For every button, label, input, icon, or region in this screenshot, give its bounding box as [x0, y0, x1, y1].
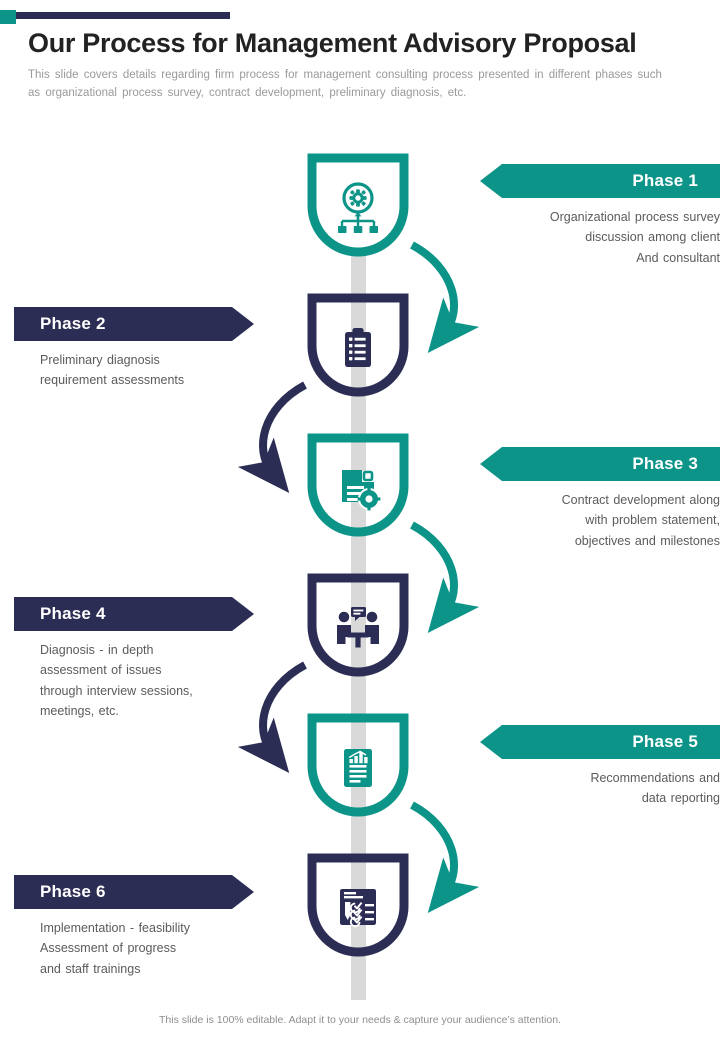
- phase-description-6: Implementation - feasibility Assessment …: [14, 918, 254, 979]
- connector-arrow-2: [237, 381, 307, 494]
- slide-subtitle: This slide covers details regarding firm…: [28, 69, 662, 100]
- phase-description-line: Organizational process survey: [549, 210, 720, 224]
- connector-arrow-3: [410, 521, 480, 634]
- phase-icon-shield-2: [312, 298, 404, 392]
- phase-description-line: Implementation - feasibility: [40, 921, 190, 935]
- phase-banner-4[interactable]: Phase 4 Diagnosis - in depth assessment …: [14, 597, 254, 721]
- process-diagram: Phase 1 Organizational process survey di…: [0, 150, 720, 1000]
- phase-description-line: discussion among client: [585, 230, 720, 245]
- phase-banner-2[interactable]: Phase 2 Preliminary diagnosis requiremen…: [14, 307, 254, 391]
- phase-description-2: Preliminary diagnosis requirement assess…: [14, 350, 254, 391]
- phase-description-line: meetings, etc.: [40, 703, 119, 718]
- diagram-graphics: [237, 150, 480, 1000]
- phase-label-2: Phase 2: [40, 314, 106, 333]
- phase-icon-shield-4: [312, 578, 404, 672]
- phase-description-line: Preliminary diagnosis: [40, 353, 160, 367]
- phase-banner-ribbon-3: Phase 3: [480, 447, 720, 481]
- phase-description-line: data reporting: [641, 791, 720, 806]
- phase-label-5: Phase 5: [632, 732, 698, 751]
- top-accent-bar: [0, 10, 240, 24]
- connector-arrow-4: [237, 661, 307, 774]
- phase-description-line: Assessment of progress: [40, 941, 177, 956]
- phase-description-4: Diagnosis - in depth assessment of issue…: [14, 640, 254, 721]
- phase-description-line: objectives and milestones: [574, 533, 720, 548]
- phase-icon-shield-6: [312, 858, 404, 952]
- phase-description-line: And consultant: [636, 250, 720, 265]
- phase-label-3: Phase 3: [632, 454, 698, 473]
- phase-description-5: Recommendations and data reporting: [480, 768, 720, 809]
- phase-label-1: Phase 1: [632, 171, 698, 190]
- phase-banner-ribbon-6: Phase 6: [14, 875, 254, 909]
- phase-description-line: through interview sessions,: [40, 683, 193, 698]
- phase-banner-ribbon-2: Phase 2: [14, 307, 254, 341]
- accent-square: [0, 10, 16, 24]
- phase-banner-ribbon-4: Phase 4: [14, 597, 254, 631]
- phase-banner-ribbon-1: Phase 1: [480, 164, 720, 198]
- phase-description-line: assessment of issues: [40, 663, 162, 678]
- phase-label-4: Phase 4: [40, 604, 106, 623]
- phase-banner-5[interactable]: Phase 5 Recommendations and data reporti…: [480, 725, 720, 809]
- accent-line: [16, 12, 230, 19]
- phase-banner-ribbon-5: Phase 5: [480, 725, 720, 759]
- phase-banner-3[interactable]: Phase 3 Contract development along with …: [480, 447, 720, 551]
- slide-header: Our Process for Management Advisory Prop…: [28, 28, 688, 103]
- page-title: Our Process for Management Advisory Prop…: [28, 28, 637, 58]
- phase-description-3: Contract development along with problem …: [480, 490, 720, 551]
- connector-arrow-5: [410, 801, 480, 914]
- phase-icon-shield-5: [312, 718, 404, 812]
- phase-banner-1[interactable]: Phase 1 Organizational process survey di…: [480, 164, 720, 268]
- phase-banner-6[interactable]: Phase 6 Implementation - feasibility Ass…: [14, 875, 254, 979]
- phase-description-line: Recommendations and: [590, 771, 720, 785]
- phase-icon-shield-1: [312, 158, 404, 252]
- phase-description-line: Diagnosis - in depth: [40, 643, 154, 657]
- phase-description-line: requirement assessments: [40, 373, 185, 388]
- phase-label-6: Phase 6: [40, 882, 106, 901]
- connector-arrow-1: [410, 241, 480, 354]
- phase-description-line: with problem statement,: [585, 513, 720, 528]
- phase-description-1: Organizational process survey discussion…: [480, 207, 720, 268]
- slide-footer: This slide is 100% editable. Adapt it to…: [159, 1014, 561, 1026]
- phase-icon-shield-3: [312, 438, 404, 532]
- phase-description-line: and staff trainings: [40, 961, 141, 976]
- phase-description-line: Contract development along: [561, 493, 720, 507]
